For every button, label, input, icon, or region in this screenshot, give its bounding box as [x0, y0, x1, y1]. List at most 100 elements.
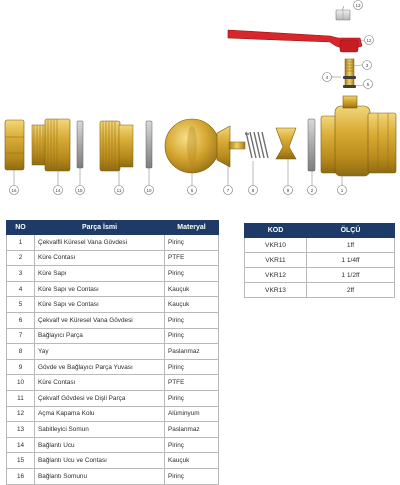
cell-code: VKR10 — [244, 237, 307, 253]
cell-material: Pirinç — [164, 327, 219, 345]
cell-material: Pirinç — [164, 389, 219, 407]
cell-material: Pirinç — [164, 358, 219, 376]
cell-material: Kauçuk — [164, 296, 219, 313]
cell-no: 9 — [6, 358, 35, 376]
cell-part-name: Yay — [34, 343, 165, 360]
size-table-header: KOD ÖLÇÜ — [244, 223, 395, 238]
cell-part-name: Çekvalfli Küresel Vana Gövdesi — [34, 234, 165, 251]
part-12-handle — [227, 29, 363, 53]
svg-text:15: 15 — [77, 188, 83, 193]
svg-text:12: 12 — [366, 38, 372, 43]
svg-text:2: 2 — [311, 188, 314, 193]
cell-material: Paslanmaz — [164, 421, 219, 438]
callout-12: 12 — [364, 35, 374, 45]
part-14-connection-tail — [31, 118, 71, 172]
cell-part-name: Küre Sapı — [34, 265, 165, 282]
cell-material: PTFE — [164, 374, 219, 391]
cell-no: 5 — [6, 296, 35, 313]
cell-no: 2 — [6, 249, 35, 267]
cell-code: VKR13 — [244, 282, 307, 298]
cell-part-name: Bağlantı Somunu — [34, 467, 165, 485]
cell-part-name: Küre Sapı ve Contası — [34, 280, 165, 298]
part-2-ball-seal — [307, 118, 316, 172]
callout-4: 4 — [322, 72, 332, 82]
header-size: ÖLÇÜ — [306, 223, 395, 238]
cell-material: Alüminyum — [164, 405, 219, 423]
svg-text:1: 1 — [341, 188, 344, 193]
header-material: Materyal — [164, 220, 219, 235]
cell-size: 1 1/2ff — [306, 267, 395, 283]
callout-15: 15 — [75, 185, 85, 195]
cell-material: Paslanmaz — [164, 343, 219, 360]
callout-1: 1 — [337, 185, 347, 195]
header-code: KOD — [244, 223, 307, 238]
svg-text:8: 8 — [252, 188, 255, 193]
cell-no: 1 — [6, 234, 35, 251]
cell-material: Pirinç — [164, 311, 219, 329]
cell-material: Kauçuk — [164, 280, 219, 298]
svg-text:4: 4 — [326, 75, 329, 80]
callout-2: 2 — [307, 185, 317, 195]
cell-no: 11 — [6, 389, 35, 407]
cell-material: Pirinç — [164, 265, 219, 282]
cell-material: Pirinç — [164, 234, 219, 251]
callout-5: 5 — [363, 79, 373, 89]
cell-code: VKR11 — [244, 252, 307, 268]
part-8-spring — [245, 131, 269, 159]
cell-part-name: Gövde ve Bağlayıcı Parça Yuvası — [34, 358, 165, 376]
cell-part-name: Bağlantı Ucu ve Contası — [34, 452, 165, 469]
cell-size: 1ff — [306, 237, 395, 253]
part-7-connector-piece — [216, 125, 246, 168]
svg-text:13: 13 — [355, 3, 361, 8]
part-13-fixing-nut — [335, 9, 351, 21]
cell-material: Kauçuk — [164, 452, 219, 469]
svg-text:9: 9 — [287, 188, 290, 193]
cell-material: Pirinç — [164, 467, 219, 485]
svg-text:5: 5 — [367, 82, 370, 87]
cell-part-name: Küre Contası — [34, 249, 165, 267]
callout-11: 11 — [114, 185, 124, 195]
svg-text:11: 11 — [117, 188, 122, 193]
cell-no: 16 — [6, 467, 35, 485]
part-3-ball-stem — [344, 58, 355, 88]
svg-text:3: 3 — [366, 63, 369, 68]
part-5-stem-seal — [343, 85, 356, 88]
svg-text:14: 14 — [55, 188, 61, 193]
header-part-name: Parça İsmi — [34, 220, 165, 235]
callout-10: 10 — [144, 185, 154, 195]
cell-no: 4 — [6, 280, 35, 298]
part-6-ball — [164, 118, 220, 174]
cell-material: Pirinç — [164, 436, 219, 454]
callout-14: 14 — [53, 185, 63, 195]
callout-3: 3 — [362, 60, 372, 70]
part-callouts: 16 14 15 11 10 6 7 8 9 2 1 13 12 3 4 5 — [9, 0, 374, 195]
cell-size: 1 1/4ff — [306, 252, 395, 268]
callout-7: 7 — [223, 185, 233, 195]
cell-no: 8 — [6, 343, 35, 360]
exploded-view-diagram: 16 14 15 11 10 6 7 8 9 2 1 13 12 3 4 5 — [4, 0, 397, 195]
cell-part-name: Küre Sapı ve Contası — [34, 296, 165, 313]
svg-text:16: 16 — [11, 188, 17, 193]
cell-no: 7 — [6, 327, 35, 345]
callout-9: 9 — [283, 185, 293, 195]
cell-no: 13 — [6, 421, 35, 438]
callout-8: 8 — [248, 185, 258, 195]
